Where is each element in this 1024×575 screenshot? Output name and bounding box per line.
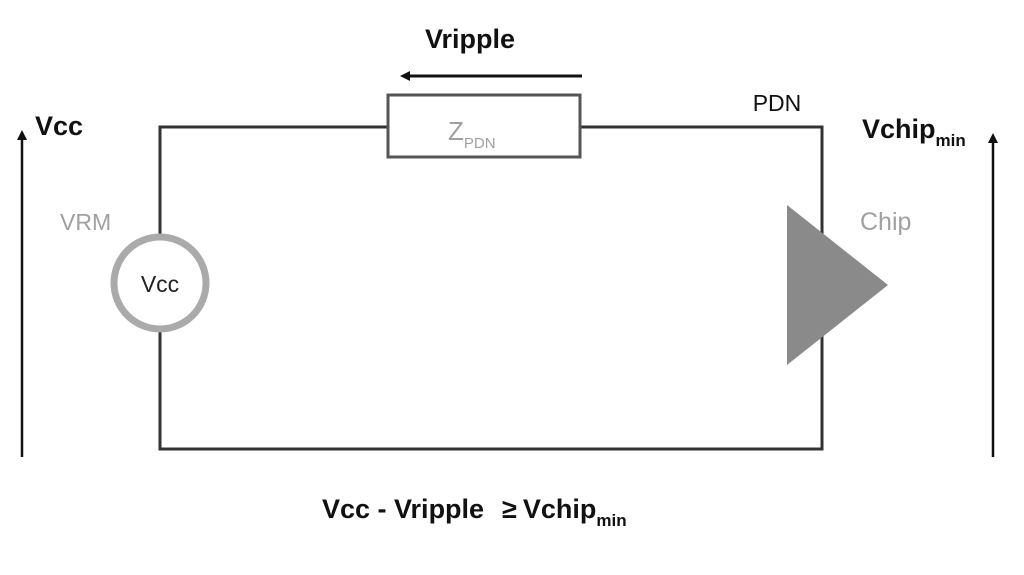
pdn-label: PDN (753, 90, 802, 116)
vrm-voltage-source (110, 233, 210, 333)
vcc-label: Vcc (35, 111, 83, 141)
zpdn-impedance-box (386, 93, 582, 159)
equation: Vcc - Vripple≥Vchipmin (322, 494, 627, 530)
vrm-label: VRM (60, 209, 111, 235)
chip-label: Chip (860, 208, 911, 236)
vripple-label: Vripple (425, 24, 515, 54)
circuit-wire (158, 125, 824, 451)
vchip-min-label: Vchipmin (862, 114, 966, 150)
source-vcc-label: Vcc (141, 271, 179, 297)
zpdn-label: ZPDN (448, 116, 496, 152)
chip-triangle (787, 205, 888, 365)
